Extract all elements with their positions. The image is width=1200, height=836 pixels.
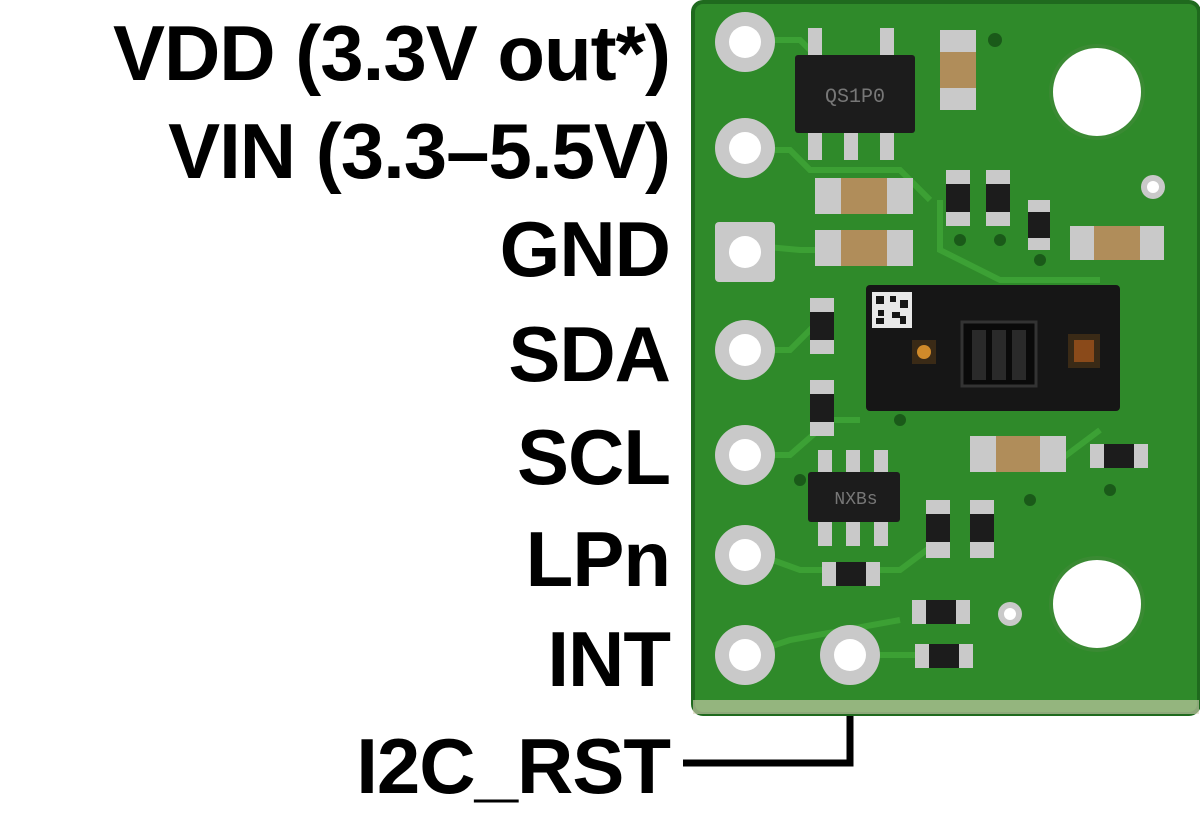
pin-label-scl: SCL: [517, 413, 671, 501]
level-shifter-marking: NXBs: [834, 490, 877, 510]
pin-label-sda: SDA: [508, 310, 671, 398]
pad-vdd: [715, 12, 775, 72]
pin-label-vdd: VDD (3.3V out*): [112, 9, 671, 97]
pad-vin: [715, 118, 775, 178]
pin-label-gnd: GND: [499, 205, 671, 293]
pad-gnd: [715, 222, 775, 282]
pad-scl: [715, 425, 775, 485]
capacitor-top: [940, 30, 976, 110]
pin-label-vin: VIN (3.3–5.5V): [168, 107, 671, 195]
capacitors-mid: [815, 178, 913, 266]
level-shifter-ic: NXBs: [808, 450, 900, 546]
pad-sda: [715, 320, 775, 380]
vias: [794, 33, 1116, 506]
pin-pads: [715, 12, 880, 685]
pad-lpn: [715, 525, 775, 585]
pad-i2c-rst: [820, 625, 880, 685]
pin-label-i2c-rst: I2C_RST: [356, 722, 671, 810]
pad-int: [715, 625, 775, 685]
resistors: [810, 170, 1148, 668]
pin-label-int: INT: [547, 615, 671, 703]
regulator-ic: QS1P0: [795, 28, 915, 160]
tof-sensor: [866, 285, 1120, 411]
capacitors-right: [970, 226, 1164, 472]
regulator-marking: QS1P0: [825, 86, 885, 109]
pin-label-lpn: LPn: [525, 515, 671, 603]
mounting-holes: [998, 44, 1165, 652]
